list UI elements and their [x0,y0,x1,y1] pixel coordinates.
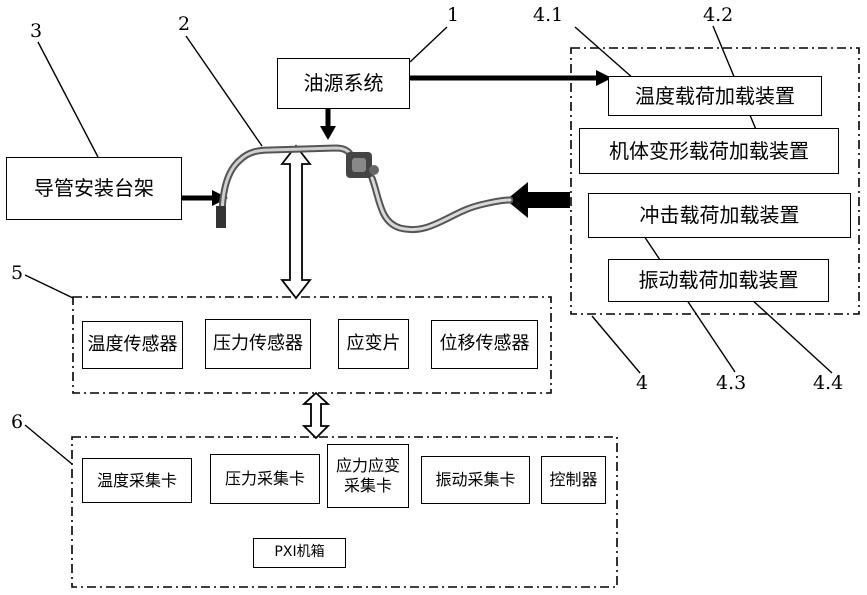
leader-4-4 [750,298,832,373]
number-5: 5 [11,262,23,284]
impact-load-device: 冲击载荷加载装置 [588,193,851,238]
temperature-daq-card: 温度采集卡 [82,458,192,503]
number-4-1: 4.1 [533,4,563,26]
controller-box: 控制器 [541,456,606,504]
displacement-sensor: 位移传感器 [431,320,538,369]
arrow-oil-to-pipe-head [320,126,336,140]
vibration-load-device: 振动载荷加载装置 [608,259,829,302]
pressure-daq-card: 压力采集卡 [210,454,320,504]
number-4-4: 4.4 [813,372,843,394]
mount-frame-box: 导管安装台架 [6,157,182,220]
number-4-3: 4.3 [716,372,746,394]
leader-3 [38,42,98,157]
vibration-daq-card: 振动采集卡 [421,456,530,504]
arrow-loading-to-pipe [526,192,570,208]
number-1: 1 [447,4,459,26]
double-arrow-sensors-acquisition [304,393,328,438]
hydraulic-pipe-image [216,148,510,230]
oil-source-box: 油源系统 [277,58,410,109]
leader-2 [186,36,262,146]
leader-4 [592,316,640,373]
number-4-2: 4.2 [703,4,733,26]
number-2: 2 [178,13,190,35]
pxi-chassis-box: PXI机箱 [253,538,346,568]
number-6: 6 [11,411,23,433]
leader-5 [25,275,73,298]
temperature-load-device: 温度载荷加载装置 [608,76,822,116]
pressure-sensor: 压力传感器 [205,319,311,369]
leader-6 [25,425,72,464]
leader-1 [410,27,447,62]
double-arrow-pipe-sensors [282,146,310,298]
strain-gauge: 应变片 [338,319,409,369]
number-3: 3 [30,20,42,42]
leader-4-1 [575,27,634,79]
number-4: 4 [636,372,648,394]
deformation-load-device: 机体变形载荷加载装置 [579,128,839,174]
temperature-sensor: 温度传感器 [82,321,183,369]
stress-strain-daq-card: 应力应变 采集卡 [327,444,409,508]
